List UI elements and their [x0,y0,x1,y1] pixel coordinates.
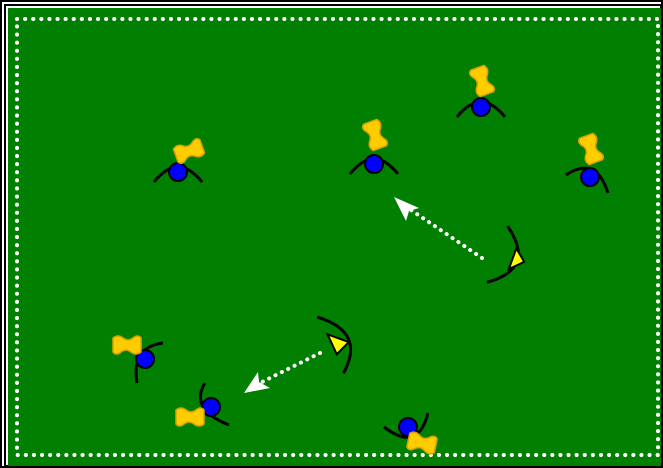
player-head-icon [365,155,383,173]
pitch-area [8,8,661,466]
player-head-icon [169,163,187,181]
player-head-icon [581,168,599,186]
player-head-icon [472,98,490,116]
